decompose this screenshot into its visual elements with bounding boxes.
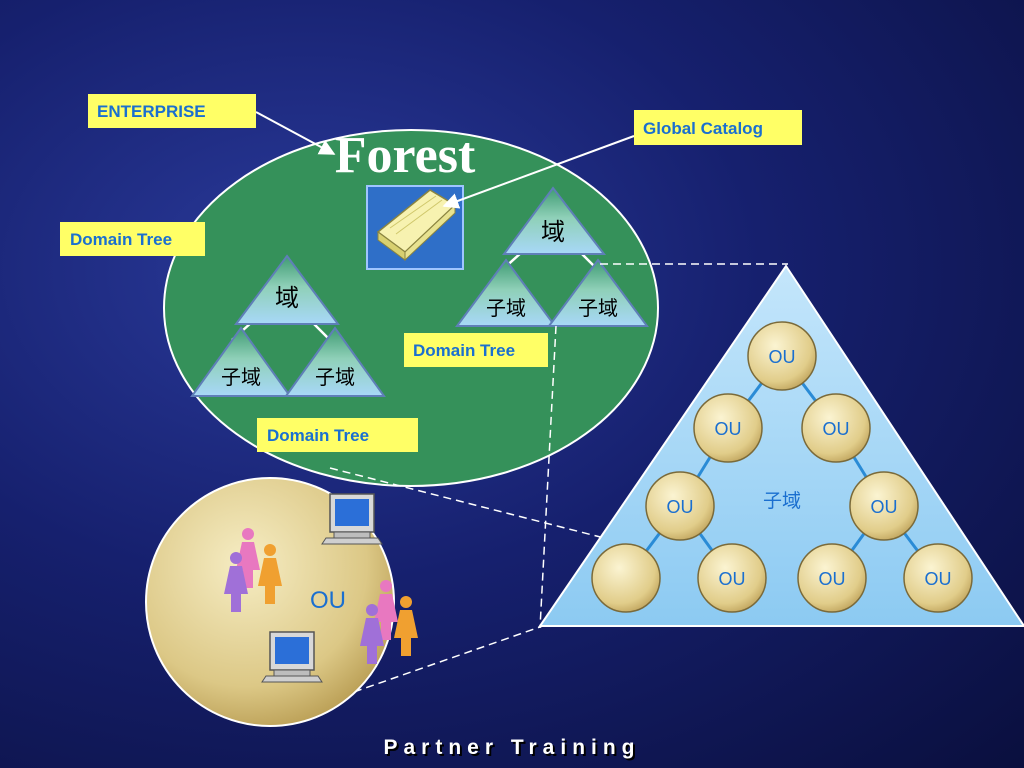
- person-icon: [380, 580, 392, 592]
- ou-node-group: OU OU OU OU OU OU OU OU: [591, 321, 973, 613]
- right-child-right-triangle: [547, 258, 649, 327]
- ou-node: [645, 471, 715, 541]
- person-icon: [394, 610, 418, 638]
- ou-node-label: OU: [667, 497, 694, 517]
- svg-text:Domain Tree: Domain Tree: [413, 341, 515, 360]
- global-catalog-arrow: [442, 135, 635, 209]
- ou-node: [801, 393, 871, 463]
- person-icon: [236, 542, 260, 570]
- ou-node-label: OU: [719, 569, 746, 589]
- computer-icon: [321, 493, 383, 545]
- enterprise-callout: ENTERPRISE: [88, 94, 256, 128]
- svg-text:Domain Tree: Domain Tree: [267, 426, 369, 445]
- left-child-left-label: 子域: [221, 365, 261, 389]
- person-icon: [264, 544, 276, 556]
- person-icon: [360, 618, 384, 646]
- domain-tree-callout-center: Domain Tree: [404, 333, 548, 367]
- person-icon: [374, 594, 398, 622]
- person-icon: [231, 594, 241, 612]
- global-catalog-book-icon: [366, 185, 464, 270]
- person-icon: [400, 596, 412, 608]
- ou-node-label: OU: [715, 419, 742, 439]
- forest-title: Forest: [335, 127, 476, 184]
- person-icon: [366, 604, 378, 616]
- ou-node-label: OU: [925, 569, 952, 589]
- right-child-left-label: 子域: [486, 296, 526, 320]
- ou-node: [849, 471, 919, 541]
- people-group-icon: [224, 528, 282, 612]
- person-icon: [401, 638, 411, 656]
- person-icon: [242, 528, 254, 540]
- ou-pyramid-center-label: 子域: [763, 490, 801, 512]
- left-child-right-label: 子域: [315, 365, 355, 389]
- person-icon: [230, 552, 242, 564]
- person-icon: [265, 586, 275, 604]
- person-icon: [367, 646, 377, 664]
- right-domain-tree: 域 子域 子域: [455, 186, 649, 327]
- ou-node: [747, 321, 817, 391]
- svg-text:Domain Tree: Domain Tree: [70, 230, 172, 249]
- ou-node: [693, 393, 763, 463]
- left-domain-tree: 域 子域 子域: [190, 254, 386, 397]
- people-group-icon: [360, 580, 418, 664]
- ou-node-label: OU: [769, 347, 796, 367]
- ou-node-label: OU: [819, 569, 846, 589]
- ou-pyramid: [538, 264, 1024, 627]
- left-root-label: 域: [275, 284, 299, 312]
- enterprise-arrow: [255, 111, 336, 155]
- left-child-right-triangle: [284, 326, 386, 397]
- person-icon: [381, 622, 391, 640]
- ou-node: [591, 543, 661, 613]
- ou-node-label: OU: [871, 497, 898, 517]
- person-icon: [224, 566, 248, 594]
- svg-text:Global Catalog: Global Catalog: [643, 119, 763, 138]
- right-root-label: 域: [541, 218, 565, 246]
- person-icon: [243, 570, 253, 588]
- right-child-left-triangle: [455, 258, 557, 327]
- svg-text:ENTERPRISE: ENTERPRISE: [97, 102, 206, 121]
- domain-tree-callout-bottom: Domain Tree: [257, 418, 418, 452]
- domain-tree-callout-left: Domain Tree: [60, 222, 205, 256]
- computer-icon: [261, 631, 323, 683]
- global-catalog-callout: Global Catalog: [634, 110, 802, 145]
- ou-node-label: OU: [823, 419, 850, 439]
- ou-node: [903, 543, 973, 613]
- person-icon: [258, 558, 282, 586]
- ou-circle-label: OU: [310, 587, 346, 614]
- right-root-triangle: [502, 186, 607, 255]
- left-child-left-triangle: [190, 326, 292, 397]
- footer-brand: Partner Training: [383, 736, 641, 759]
- dashed-connectors: [267, 263, 788, 723]
- ou-node: [697, 543, 767, 613]
- ou-node: [797, 543, 867, 613]
- right-child-right-label: 子域: [578, 296, 618, 320]
- left-root-triangle: [234, 254, 340, 325]
